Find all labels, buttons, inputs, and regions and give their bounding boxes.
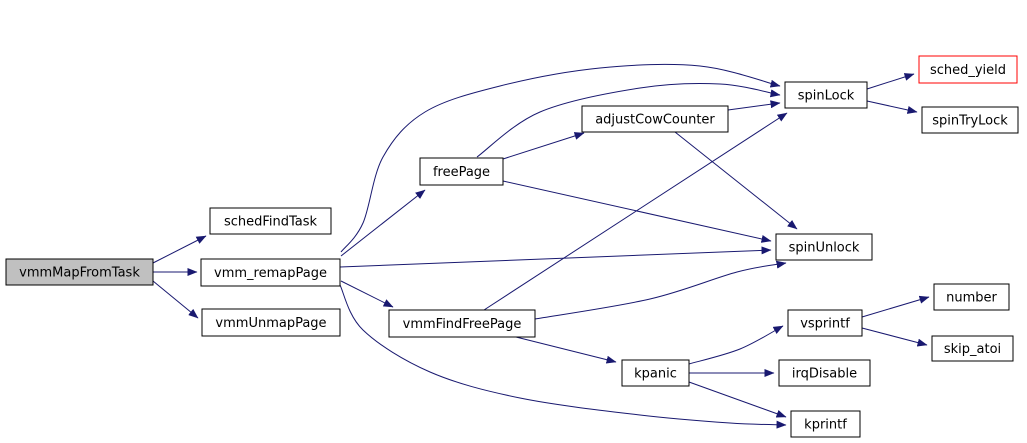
- node-vsprintf[interactable]: vsprintf: [787, 309, 863, 337]
- edge-vmm_remapPage-vmmFindFreePage: [340, 280, 394, 308]
- node-vmmFindFreePage[interactable]: vmmFindFreePage: [388, 309, 536, 338]
- node-box-kprintf: [790, 410, 861, 438]
- node-box-vmmFindFreePage: [388, 309, 536, 338]
- node-vmmMapFromTask: vmmMapFromTask: [5, 258, 154, 286]
- node-label-vmmUnmapPage: vmmUnmapPage: [215, 316, 326, 331]
- node-box-number: [933, 283, 1010, 311]
- node-schedFindTask[interactable]: schedFindTask: [209, 207, 332, 235]
- node-label-kprintf: kprintf: [804, 418, 847, 433]
- node-box-skip_atoi: [931, 335, 1014, 362]
- node-irqDisable[interactable]: irqDisable: [778, 359, 871, 387]
- edge-vmm_remapPage-freePage: [340, 189, 426, 257]
- node-spinUnlock[interactable]: spinUnlock: [775, 233, 873, 261]
- edge-adjustCowCounter-spinUnlock: [674, 131, 798, 230]
- node-box-sched_yield: [918, 55, 1018, 84]
- node-label-spinUnlock: spinUnlock: [789, 241, 860, 256]
- edge-freePage-adjustCowCounter: [502, 132, 585, 160]
- node-kprintf[interactable]: kprintf: [790, 410, 861, 438]
- node-box-spinUnlock: [775, 233, 873, 261]
- node-spinLock[interactable]: spinLock: [784, 81, 868, 109]
- node-label-vmm_remapPage: vmm_remapPage: [214, 266, 327, 281]
- edge-vmmFindFreePage-spinLock: [483, 112, 788, 311]
- node-label-skip_atoi: skip_atoi: [944, 342, 1001, 357]
- node-label-kpanic: kpanic: [634, 367, 677, 382]
- edge-vmmMapFromTask-schedFindTask: [152, 235, 207, 264]
- node-box-vmm_remapPage: [200, 258, 341, 287]
- node-label-spinLock: spinLock: [798, 89, 855, 104]
- node-label-vmmMapFromTask: vmmMapFromTask: [19, 266, 140, 281]
- edge-vsprintf-number: [861, 295, 930, 318]
- node-label-freePage: freePage: [433, 165, 490, 180]
- node-kpanic[interactable]: kpanic: [621, 359, 690, 387]
- node-box-adjustCowCounter: [581, 105, 729, 133]
- node-adjustCowCounter[interactable]: adjustCowCounter: [581, 105, 729, 133]
- node-label-number: number: [946, 291, 997, 306]
- edge-kpanic-vsprintf: [688, 325, 784, 365]
- edge-adjustCowCounter-spinLock: [727, 100, 781, 111]
- node-box-spinLock: [784, 81, 868, 109]
- edge-vmmFindFreePage-kpanic: [515, 336, 617, 364]
- edge-spinLock-sched_yield: [866, 73, 915, 90]
- edge-vmmMapFromTask-vmmUnmapPage: [152, 280, 199, 319]
- node-sched_yield[interactable]: sched_yield: [918, 55, 1018, 84]
- node-vmm_remapPage[interactable]: vmm_remapPage: [200, 258, 341, 287]
- edge-vmm_remapPage-spinUnlock: [339, 246, 772, 268]
- node-box-kpanic: [621, 359, 690, 387]
- edge-vsprintf-skip_atoi: [861, 327, 928, 347]
- node-label-adjustCowCounter: adjustCowCounter: [595, 113, 715, 128]
- node-freePage[interactable]: freePage: [419, 157, 504, 186]
- node-vmmUnmapPage[interactable]: vmmUnmapPage: [201, 308, 341, 337]
- node-box-vmmUnmapPage: [201, 308, 341, 337]
- edge-vmm_remapPage-spinLock: [340, 63, 781, 253]
- node-label-vmmFindFreePage: vmmFindFreePage: [403, 317, 522, 332]
- node-label-irqDisable: irqDisable: [792, 367, 857, 382]
- node-label-sched_yield: sched_yield: [930, 63, 1006, 78]
- node-box-vsprintf: [787, 309, 863, 337]
- edge-spinLock-spinTryLock: [866, 100, 918, 114]
- node-skip_atoi[interactable]: skip_atoi: [931, 335, 1014, 362]
- node-box-freePage: [419, 157, 504, 186]
- edge-vmmFindFreePage-spinUnlock: [534, 260, 787, 320]
- edge-freePage-spinLock: [476, 82, 781, 158]
- node-label-spinTryLock: spinTryLock: [932, 114, 1008, 129]
- node-label-vsprintf: vsprintf: [800, 317, 850, 332]
- node-spinTryLock[interactable]: spinTryLock: [921, 106, 1019, 134]
- edge-vmm_remapPage-kprintf: [339, 284, 787, 429]
- node-box-spinTryLock: [921, 106, 1019, 134]
- node-label-schedFindTask: schedFindTask: [224, 215, 318, 230]
- node-box-schedFindTask: [209, 207, 332, 235]
- edge-kpanic-kprintf: [688, 381, 787, 418]
- node-box-vmmMapFromTask: [5, 258, 154, 286]
- node-number[interactable]: number: [933, 283, 1010, 311]
- node-box-irqDisable: [778, 359, 871, 387]
